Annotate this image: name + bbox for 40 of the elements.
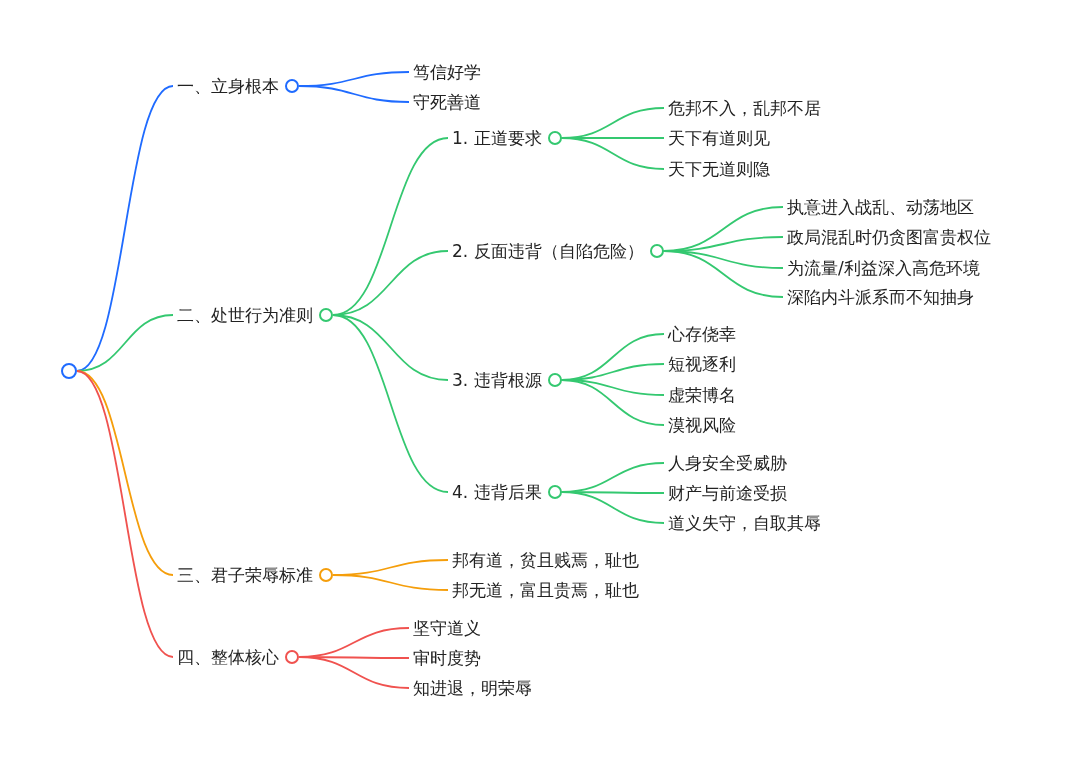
topic-label: 三、君子荣辱标准 [177, 564, 313, 587]
topic-label: 守死善道 [413, 91, 481, 114]
topic-label: 政局混乱时仍贪图富贵权位 [787, 226, 991, 249]
topic-label: 3. 违背根源 [452, 369, 542, 392]
branch-line [332, 574, 449, 591]
topic-label: 1. 正道要求 [452, 127, 542, 150]
topic-label: 执意进入战乱、动荡地区 [787, 196, 974, 219]
topic-label: 知进退，明荣辱 [413, 677, 532, 700]
branch-line [298, 656, 410, 689]
branch-line [76, 370, 174, 576]
topic-label: 天下无道则隐 [668, 158, 770, 181]
branch-line [76, 370, 174, 658]
topic-label: 心存侥幸 [668, 323, 736, 346]
topic-label: 虚荣博名 [668, 384, 736, 407]
branch-line [298, 85, 410, 103]
topic-label: 笃信好学 [413, 61, 481, 84]
topic-label: 漠视风险 [668, 414, 736, 437]
topic-label: 危邦不入，乱邦不居 [668, 97, 821, 120]
branch-line [560, 137, 665, 170]
topic-label: 深陷内斗派系而不知抽身 [787, 286, 974, 309]
topic-label: 一、立身根本 [177, 75, 279, 98]
topic-label: 道义失守，自取其辱 [668, 512, 821, 535]
topic-label: 邦有道，贫且贱焉，耻也 [452, 549, 639, 572]
branch-line [332, 314, 449, 493]
topic-label: 审时度势 [413, 647, 481, 670]
topic-label: 二、处世行为准则 [177, 304, 313, 327]
branch-line [560, 379, 665, 426]
branch-line [662, 250, 784, 298]
topic-label: 坚守道义 [413, 617, 481, 640]
topic-label: 人身安全受威胁 [668, 452, 787, 475]
topic-label: 短视逐利 [668, 353, 736, 376]
topic-label: 为流量/利益深入高危环境 [787, 257, 980, 280]
topic-label: 天下有道则见 [668, 127, 770, 150]
root-circle [61, 363, 77, 379]
topic-label: 邦无道，富且贵焉，耻也 [452, 579, 639, 602]
topic-label: 四、整体核心 [177, 646, 279, 669]
topic-label: 财产与前途受损 [668, 482, 787, 505]
topic-label: 4. 违背后果 [452, 481, 542, 504]
topic-label: 2. 反面违背（自陷危险） [452, 240, 644, 263]
branch-line [560, 491, 665, 524]
